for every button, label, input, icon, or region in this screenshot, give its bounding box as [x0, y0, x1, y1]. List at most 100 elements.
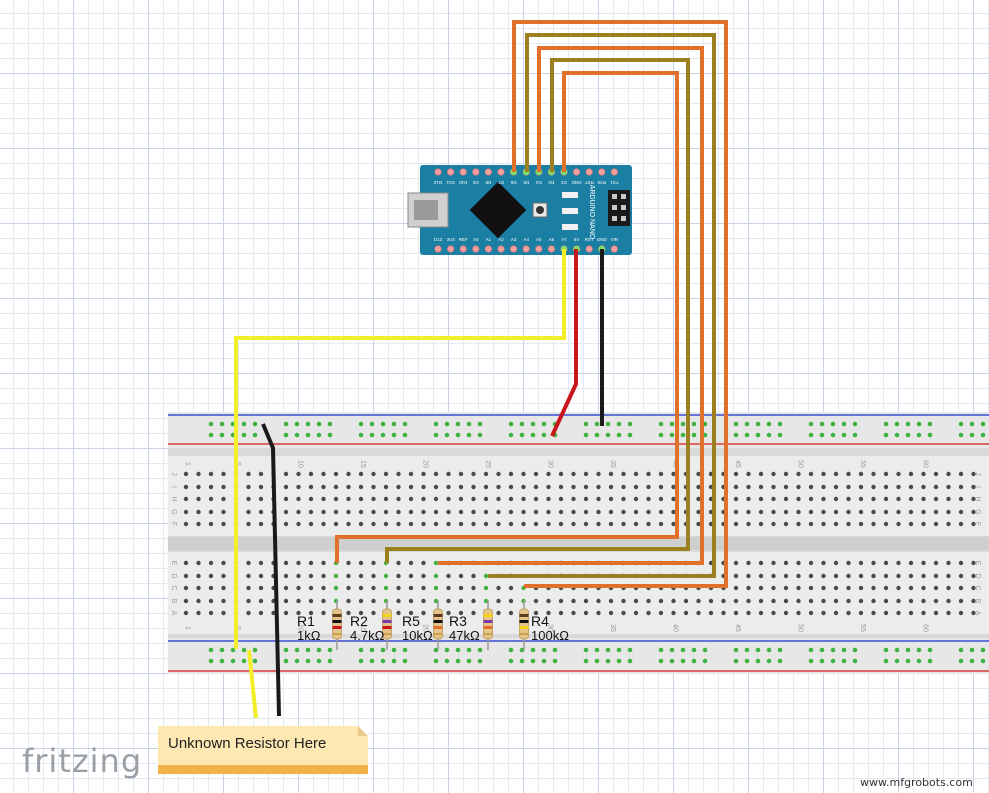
- terminal-hole: [433, 496, 439, 502]
- terminal-hole: [346, 560, 351, 566]
- terminal-hole: [608, 484, 614, 490]
- rail-hole: [958, 421, 964, 427]
- row-letter: H: [170, 496, 177, 501]
- nano-pin-label: D3: [548, 180, 554, 185]
- terminal-hole: [808, 560, 814, 566]
- row-letter: I: [170, 486, 177, 488]
- terminal-hole: [346, 598, 351, 604]
- terminal-hole: [883, 610, 889, 616]
- terminal-hole: [383, 573, 389, 579]
- rail-hole: [241, 432, 247, 438]
- rail-hole: [808, 658, 814, 664]
- resistor-value-label: 1kΩ: [297, 628, 321, 643]
- terminal-hole: [746, 521, 751, 527]
- rail-hole: [691, 421, 697, 427]
- terminal-hole: [208, 598, 214, 604]
- terminal-hole: [821, 610, 826, 616]
- terminal-hole: [221, 484, 226, 490]
- watermark: www.mfgrobots.com: [860, 776, 973, 789]
- terminal-hole: [858, 560, 864, 566]
- rail-hole: [358, 421, 364, 427]
- resistor-band: [433, 614, 443, 617]
- terminal-hole: [946, 509, 951, 515]
- rail-hole: [658, 432, 664, 438]
- terminal-hole: [933, 610, 939, 616]
- terminal-hole: [771, 496, 776, 502]
- rail-hole: [927, 421, 933, 427]
- rail-hole: [958, 658, 964, 664]
- nano-pin-label: D4: [535, 180, 541, 185]
- terminal-hole: [333, 585, 339, 591]
- terminal-hole: [921, 496, 926, 502]
- terminal-hole: [583, 484, 589, 490]
- terminal-hole: [258, 509, 264, 515]
- terminal-hole: [408, 471, 414, 477]
- resistor-band: [483, 614, 493, 617]
- rail-hole: [219, 432, 225, 438]
- terminal-hole: [496, 610, 501, 616]
- terminal-hole: [746, 610, 751, 616]
- terminal-hole: [196, 496, 201, 502]
- icsp-pins: [612, 194, 626, 221]
- terminal-hole: [346, 573, 351, 579]
- nano-pin-label: 3V3: [447, 237, 456, 242]
- terminal-hole: [533, 598, 539, 604]
- rail-hole: [755, 647, 761, 653]
- terminal-hole: [946, 598, 951, 604]
- terminal-hole: [921, 521, 926, 527]
- rail-hole: [916, 432, 922, 438]
- terminal-hole: [483, 484, 489, 490]
- rail-hole: [766, 647, 772, 653]
- rail-hole: [444, 647, 450, 653]
- terminal-hole: [258, 598, 264, 604]
- nano-pin-label: GND: [597, 237, 608, 242]
- rail-hole: [508, 421, 514, 427]
- terminal-hole: [971, 471, 976, 477]
- row-letter: E: [974, 561, 981, 566]
- resistor-band: [483, 620, 493, 623]
- wire-red-5v: [550, 249, 578, 437]
- terminal-hole: [821, 573, 826, 579]
- terminal-block-bottom: [168, 552, 989, 634]
- rail-hole: [819, 421, 825, 427]
- terminal-hole: [921, 598, 926, 604]
- terminal-hole: [421, 573, 426, 579]
- row-letter: D: [170, 573, 177, 578]
- terminal-hole: [833, 610, 839, 616]
- terminal-hole: [958, 471, 964, 477]
- rail-hole: [744, 421, 750, 427]
- terminal-hole: [258, 521, 264, 527]
- terminal-hole: [446, 573, 451, 579]
- rail-hole: [466, 658, 472, 664]
- rail-hole: [819, 432, 825, 438]
- nano-pin-label: A3: [511, 237, 517, 242]
- terminal-hole: [871, 610, 876, 616]
- nano-pin-label: TX1: [610, 180, 619, 185]
- terminal-hole: [658, 509, 664, 515]
- terminal-hole: [783, 509, 789, 515]
- terminal-hole: [783, 496, 789, 502]
- terminal-hole: [246, 509, 251, 515]
- nano-pin-label: D12: [433, 180, 442, 185]
- terminal-hole: [671, 521, 676, 527]
- terminal-hole: [808, 610, 814, 616]
- terminal-hole: [433, 573, 439, 579]
- terminal-hole: [908, 598, 914, 604]
- terminal-hole: [958, 484, 964, 490]
- rail-hole: [916, 647, 922, 653]
- rail-hole: [916, 658, 922, 664]
- terminal-hole: [908, 521, 914, 527]
- row-letter: B: [170, 599, 177, 604]
- rail-hole: [283, 421, 289, 427]
- terminal-hole: [771, 471, 776, 477]
- rail-hole: [316, 421, 322, 427]
- rail-hole: [852, 421, 858, 427]
- terminal-hole: [558, 610, 564, 616]
- terminal-hole: [458, 598, 464, 604]
- terminal-hole: [846, 521, 851, 527]
- terminal-hole: [558, 509, 564, 515]
- terminal-hole: [746, 573, 751, 579]
- center-channel: [168, 537, 989, 550]
- icsp-pin: [612, 194, 617, 199]
- terminal-hole: [621, 521, 626, 527]
